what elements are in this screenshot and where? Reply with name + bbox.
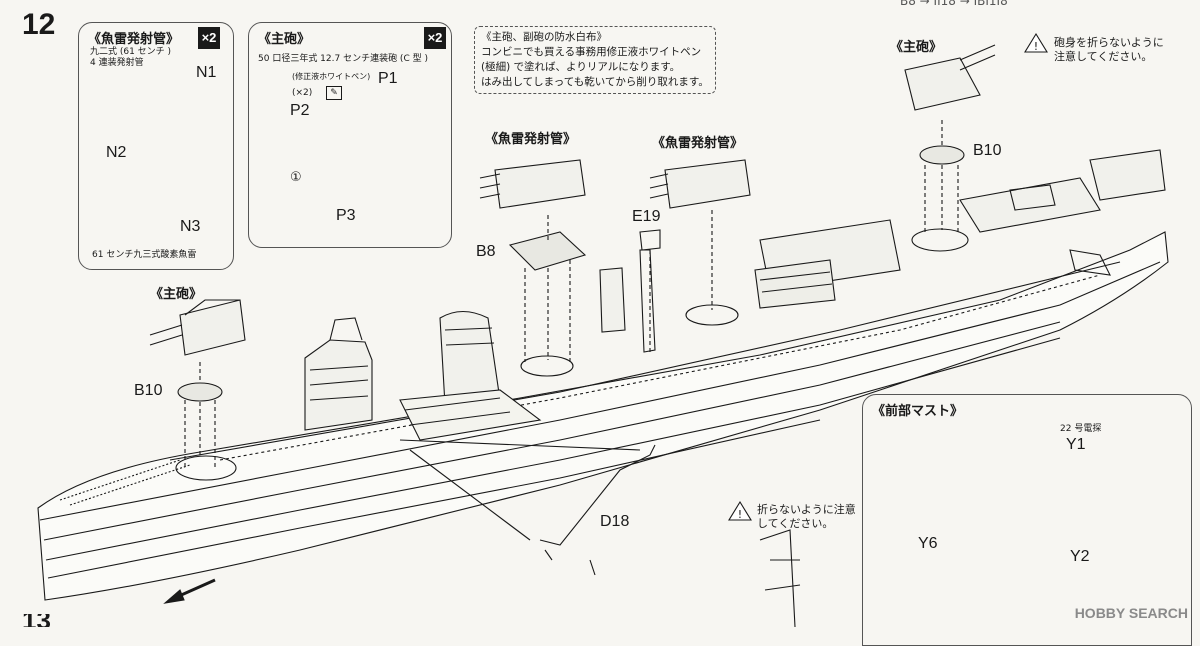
funnel-front — [439, 310, 501, 406]
torpedo-desc-line1: 九二式 (61 センチ ) — [90, 47, 172, 57]
b10-rear-disk — [919, 145, 965, 165]
d18-rail — [539, 444, 656, 546]
ship-hull — [37, 231, 1169, 601]
label-torpedo-front: 《魚雷発射管》 — [485, 132, 577, 147]
label-d18: D18 — [600, 513, 630, 530]
b8-plate — [508, 231, 587, 271]
pen-icon: ✎ — [326, 86, 342, 100]
warning-triangle-bottom — [728, 500, 752, 521]
part-label-y1: Y1 — [1066, 436, 1086, 453]
part-label-n2: N2 — [106, 144, 127, 161]
warning-triangle-top — [1024, 32, 1048, 53]
warning-mark-top: ! — [1034, 40, 1038, 53]
gun-box-title: 《主砲》 — [258, 32, 311, 47]
main-gun-rear — [904, 44, 996, 111]
label-main-gun-rear: 《主砲》 — [890, 40, 943, 55]
part-label-y6: Y6 — [918, 535, 938, 552]
mast-detail-box — [862, 394, 1192, 646]
label-main-gun-front: 《主砲》 — [150, 287, 203, 302]
part-label-y2: Y2 — [1070, 548, 1090, 565]
paint-tip-note: 《主砲、副砲の防水白布》 コンビニでも買える事務用修正液ホワイトペン (極細) … — [474, 26, 716, 94]
step-number: 12 — [22, 8, 56, 41]
watermark: HOBBY SEARCH — [1074, 605, 1188, 621]
note-line3: (極細) で塗れば、よりリアルになります。 — [481, 61, 681, 73]
gun-detail-box — [248, 22, 452, 248]
torpedo-tube-rear — [649, 159, 751, 209]
torpedo-detail-box — [78, 22, 234, 270]
radar-note: 22 号電探 — [1060, 424, 1102, 434]
part-label-p2: P2 — [290, 102, 310, 119]
main-gun-front — [149, 299, 246, 356]
label-b10-front: B10 — [134, 382, 163, 399]
label-b10-rear: B10 — [973, 142, 1002, 159]
gun-count: (×2) — [292, 88, 313, 98]
gun-paint-note: (修正液ホワイトペン) — [292, 72, 371, 81]
part-label-n3: N3 — [180, 218, 201, 235]
torpedo-box-title: 《魚雷発射管》 — [88, 32, 180, 47]
warning-bottom-line1: 折らないように注意 — [757, 503, 856, 516]
gun-multiplier-badge: ×2 — [424, 27, 446, 49]
warning-top-line1: 砲身を折らないように — [1054, 36, 1164, 49]
warning-bottom: 折らないように注意 してください。 — [757, 503, 856, 531]
warning-top: 砲身を折らないように 注意してください。 — [1054, 36, 1164, 64]
circle-ref-1: ① — [290, 170, 302, 185]
warning-mark-bottom: ! — [738, 508, 742, 521]
part-label-p3: P3 — [336, 207, 356, 224]
torpedo-tube-front — [479, 159, 586, 209]
next-step-number: 13 — [22, 614, 51, 627]
torpedo-desc-line2: 4 連装発射管 — [90, 58, 144, 68]
torpedo-multiplier-badge: ×2 — [198, 27, 220, 49]
torpedo-caption: 61 センチ九三式酸素魚雷 — [92, 250, 197, 260]
b10-front-disk — [177, 382, 223, 402]
label-torpedo-rear: 《魚雷発射管》 — [652, 136, 744, 151]
part-label-n1: N1 — [196, 64, 217, 81]
top-partial-text: B8 → II18 → IBI1I8 — [900, 0, 1008, 8]
funnel-rear — [599, 267, 626, 333]
note-line2: コンビニでも買える事務用修正液ホワイトペン — [481, 46, 702, 58]
mast-box-title: 《前部マスト》 — [872, 404, 964, 419]
part-label-p1: P1 — [378, 70, 398, 87]
gun-desc: 50 口径三年式 12.7 センチ連装砲 (C 型 ) — [258, 54, 428, 64]
warning-bottom-line2: してください。 — [757, 517, 834, 530]
warning-top-line2: 注意してください。 — [1054, 50, 1153, 63]
note-line1: 《主砲、副砲の防水白布》 — [481, 31, 607, 43]
label-e19: E19 — [632, 208, 661, 225]
label-b8: B8 — [476, 243, 496, 260]
note-line4: はみ出してしまっても乾いてから削り取れます。 — [481, 76, 709, 88]
